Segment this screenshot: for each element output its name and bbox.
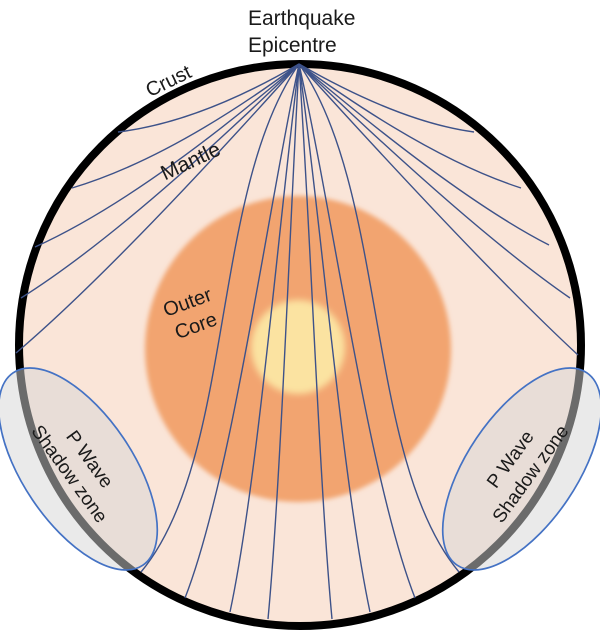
epicentre-label-line2: Epicentre [248,34,337,57]
p-wave-shadow-zone-left [0,367,159,571]
epicentre-label-line1: Earthquake [248,7,356,30]
seismic-ray [267,63,300,620]
p-wave-shadow-zone-right [441,367,600,571]
seismic-ray [117,63,300,133]
seismic-ray [298,63,416,599]
shadow-zone-ellipse-right [441,367,600,571]
seismic-ray-group [15,63,579,620]
seismic-ray [298,63,579,356]
seismic-ray [298,63,460,573]
seismic-ray [140,63,300,573]
seismic-ray [298,63,522,189]
epicentre-label: Earthquake Epicentre [248,5,355,59]
seismic-ray [184,63,300,599]
seismic-ray [20,63,300,299]
inner-core-circle [251,300,345,394]
seismic-ray [298,63,571,299]
shadow-zone-ellipse-left [0,367,159,571]
seismic-ray [298,63,333,620]
seismic-ray [298,63,475,133]
seismic-ray [298,63,371,613]
seismic-ray [229,63,300,613]
seismic-ray [298,63,550,246]
seismic-ray [34,63,300,248]
seismic-ray [15,63,300,354]
seismic-ray [71,63,300,189]
